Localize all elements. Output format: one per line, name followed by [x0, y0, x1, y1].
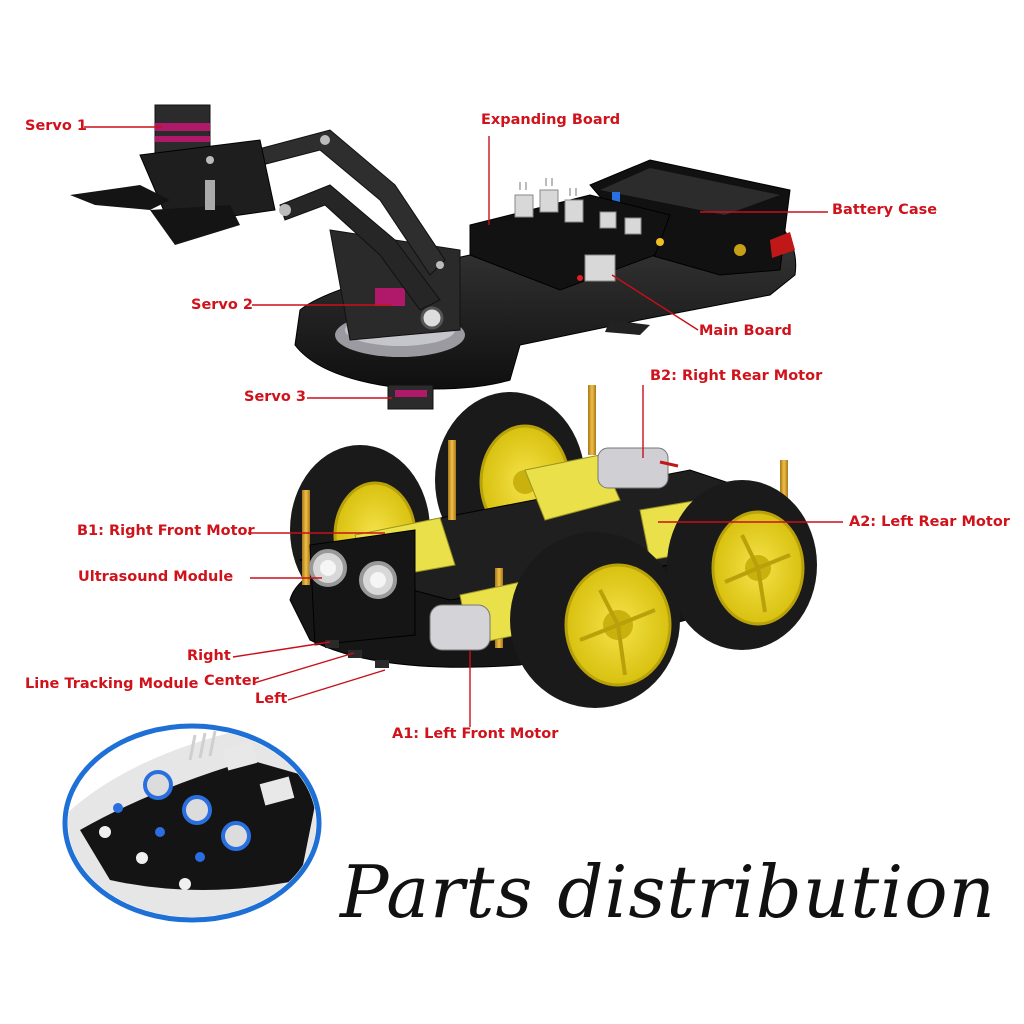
label-a2-left-rear-motor: A2: Left Rear Motor: [849, 514, 1010, 530]
battery-case: [589, 159, 795, 276]
label-servo-3: Servo 3: [244, 389, 306, 405]
servo2-body: [375, 288, 405, 306]
label-right-sensor: Right: [187, 648, 231, 664]
label-expanding-board: Expanding Board: [481, 112, 621, 128]
label-line-tracking-module: Line Tracking Module: [25, 676, 199, 692]
label-ultrasound-module: Ultrasound Module: [78, 569, 234, 585]
label-b1-right-front-motor: B1: Right Front Motor: [77, 523, 255, 539]
upper-deck: [70, 104, 797, 410]
inset-closeup: [62, 723, 322, 923]
lower-chassis: [289, 385, 817, 708]
label-servo-1: Servo 1: [25, 118, 87, 134]
ultrasound-module: [309, 529, 416, 646]
wheel-rear-left: [667, 480, 817, 650]
label-servo-2: Servo 2: [191, 297, 253, 313]
motor-b2: [524, 447, 679, 521]
line-tracking-sensors: [325, 640, 389, 668]
main-board: [469, 178, 671, 291]
wheel-front-left: [510, 532, 680, 708]
leader-lines: [84, 126, 843, 727]
gripper: [70, 104, 276, 245]
servo1-stripe: [155, 123, 210, 131]
label-main-board: Main Board: [699, 323, 792, 339]
inset-potentiometers: [143, 770, 251, 851]
label-a1-left-front-motor: A1: Left Front Motor: [392, 726, 559, 742]
page-title: Parts distribution: [340, 850, 996, 934]
label-b2-right-rear-motor: B2: Right Rear Motor: [650, 368, 823, 384]
label-center-sensor: Center: [204, 673, 259, 689]
label-left-sensor: Left: [255, 691, 288, 707]
label-battery-case: Battery Case: [832, 202, 938, 218]
arm-links: [254, 129, 446, 311]
